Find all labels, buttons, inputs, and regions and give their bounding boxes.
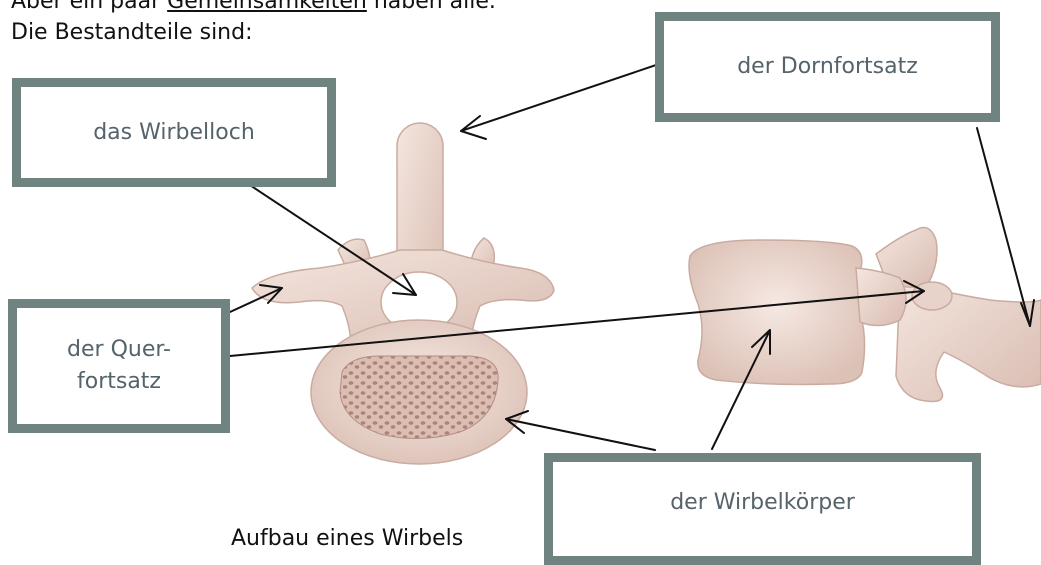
intro-keyword-link[interactable]: Gemeinsamkeiten (167, 0, 367, 14)
arrow-wirbelkoerper-top (506, 411, 655, 450)
intro-suffix: haben alle. (367, 0, 496, 14)
label-wirbelloch: das Wirbelloch (93, 117, 255, 149)
label-box-wirbelkoerper: der Wirbelkörper (544, 453, 981, 565)
intro-text-line2: Die Bestandteile sind: (11, 22, 253, 44)
label-querfortsatz-line1: der Quer- (67, 334, 171, 366)
diagram-caption: Aufbau eines Wirbels (231, 528, 463, 550)
label-box-wirbelloch: das Wirbelloch (12, 78, 336, 187)
label-wirbelkoerper: der Wirbelkörper (670, 487, 855, 519)
side-vertebral-body (689, 240, 865, 385)
intro-text-line1: Aber ein paar Gemeinsamkeiten haben alle… (11, 0, 496, 13)
label-box-dornfortsatz: der Dornfortsatz (655, 12, 1000, 122)
intro-prefix: Aber ein paar (11, 0, 167, 14)
label-dornfortsatz: der Dornfortsatz (737, 51, 918, 83)
arrow-dornfortsatz (461, 64, 659, 139)
label-box-querfortsatz: der Quer- fortsatz (8, 299, 230, 433)
label-querfortsatz-line2: fortsatz (67, 366, 171, 398)
arrow-dornfortsatz-side (977, 128, 1034, 326)
vertebra-side-view (689, 228, 1041, 402)
